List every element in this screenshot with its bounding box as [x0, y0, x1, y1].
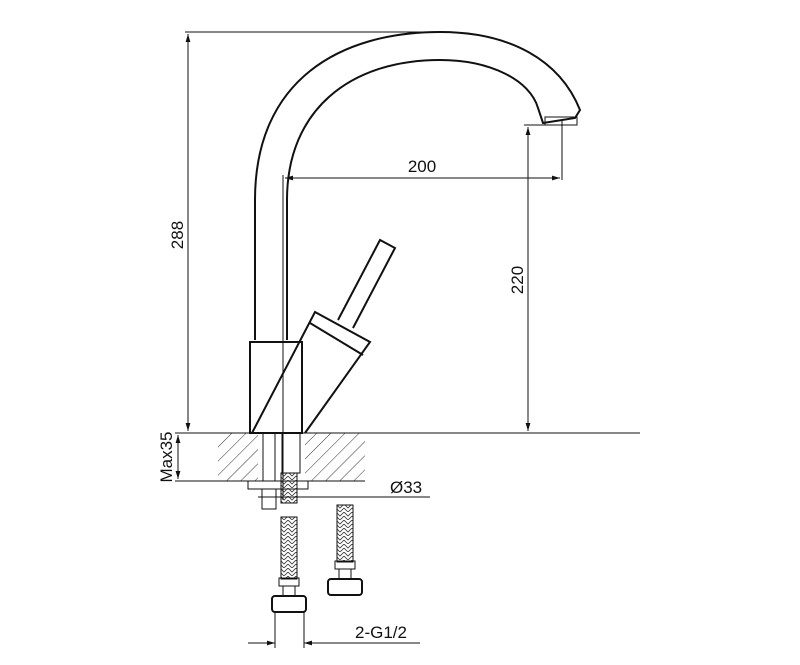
- label-288: 288: [168, 221, 187, 249]
- hose-right: [327, 504, 363, 596]
- dimension-deck-thickness: Max35: [157, 431, 210, 483]
- dimension-hose-thread: 2-G1/2: [248, 612, 420, 648]
- label-2-g1-2: 2-G1/2: [355, 623, 407, 642]
- label-max35: Max35: [157, 431, 176, 482]
- spout: [254, 30, 582, 340]
- dimension-spout-height: 220: [508, 124, 548, 431]
- label-d33: Ø33: [390, 478, 422, 497]
- dimension-spout-reach: 200: [282, 120, 563, 500]
- dimension-hole-diameter: Ø33: [258, 478, 430, 498]
- hose-left: [271, 472, 307, 613]
- label-200: 200: [408, 157, 436, 176]
- dimension-total-height: 288: [168, 31, 440, 431]
- label-220: 220: [508, 266, 527, 294]
- faucet-body: [249, 238, 397, 434]
